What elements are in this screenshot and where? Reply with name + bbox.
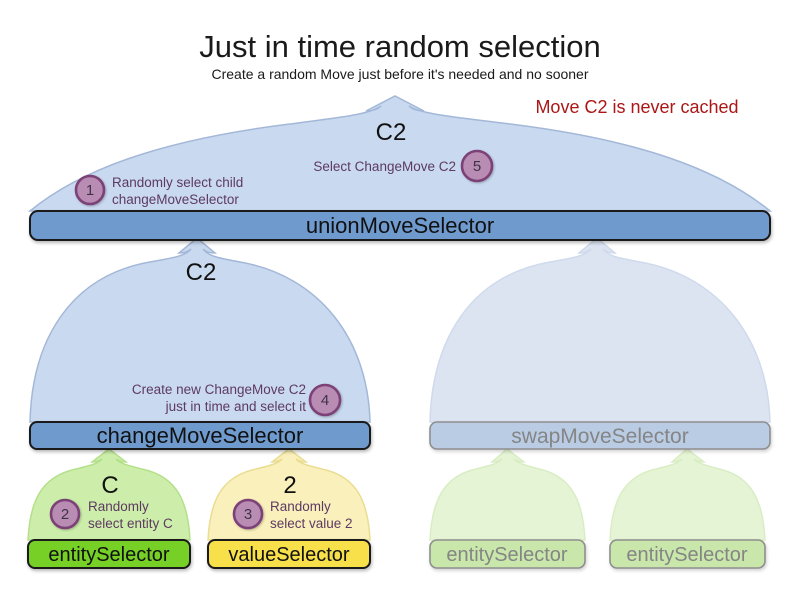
change-arch-shape <box>29 237 371 423</box>
step-3-annotation-line1: Randomly <box>270 499 331 514</box>
step-5: 5 Select ChangeMove C2 <box>313 149 494 183</box>
step-4-badge-number: 4 <box>321 392 329 409</box>
step-4-annotation-line1: Create new ChangeMove C2 <box>132 382 306 397</box>
page-subtitle: Create a random Move just before it's ne… <box>211 66 588 82</box>
step-1-annotation-line2: changeMoveSelector <box>112 192 239 207</box>
entity-selector-faded-right-bar: entitySelector <box>609 539 766 569</box>
cache-note: Move C2 is never cached <box>535 97 738 117</box>
swap-bar-rect <box>429 421 771 450</box>
value-bar-rect <box>207 539 371 569</box>
entity-faded-right-rect <box>609 539 766 569</box>
step-1: 1 Randomly select child changeMoveSelect… <box>74 174 243 207</box>
step-2-annotation-line1: Randomly <box>88 499 149 514</box>
step-1-annotation-line1: Randomly select child <box>112 175 243 190</box>
step-4-badge-circle <box>308 383 342 417</box>
flow-label-c: C <box>101 472 118 499</box>
flow-label-c2-mid: C2 <box>186 259 217 286</box>
flow-label-2: 2 <box>283 472 296 499</box>
entity-faded-right-label: entitySelector <box>626 544 748 566</box>
step-1-badge-circle <box>74 174 106 206</box>
page-title: Just in time random selection <box>199 29 600 64</box>
swap-move-selector-bar: swapMoveSelector <box>429 421 771 450</box>
step-2-badge-circle <box>49 498 81 530</box>
value-selector-bar: valueSelector <box>207 539 371 569</box>
union-arch-shape <box>27 95 773 212</box>
step-1-badge-number: 1 <box>86 182 94 199</box>
swap-arch-shape <box>429 237 771 423</box>
change-bar-label: changeMoveSelector <box>97 423 304 448</box>
entity-faded-left-arch-shape <box>429 448 586 541</box>
entity-bar-label: entitySelector <box>48 544 170 566</box>
step-5-badge-number: 5 <box>473 158 481 175</box>
entity-bar-rect <box>27 539 191 569</box>
step-2: 2 Randomly select entity C <box>49 498 173 531</box>
union-bar-rect <box>29 210 771 241</box>
entity-faded-left-label: entitySelector <box>446 544 568 566</box>
step-3: 3 Randomly select value 2 <box>232 498 353 531</box>
entity-faded-left-rect <box>429 539 586 569</box>
step-2-badge-number: 2 <box>61 506 69 523</box>
change-bar-rect <box>29 421 371 450</box>
step-2-annotation-line2: select entity C <box>88 516 173 531</box>
union-move-selector-bar: unionMoveSelector <box>29 210 771 241</box>
flow-label-c2-top: C2 <box>376 119 407 146</box>
step-5-annotation-line1: Select ChangeMove C2 <box>313 159 456 174</box>
change-move-selector-bar: changeMoveSelector <box>29 421 371 450</box>
entity-selector-bar: entitySelector <box>27 539 191 569</box>
entity-faded-right-arch-shape <box>609 448 766 541</box>
step-3-badge-number: 3 <box>244 506 252 523</box>
union-bar-label: unionMoveSelector <box>306 213 494 238</box>
step-3-badge-circle <box>232 498 264 530</box>
swap-bar-label: swapMoveSelector <box>511 425 688 448</box>
value-bar-label: valueSelector <box>228 544 350 566</box>
entity-selector-faded-left-bar: entitySelector <box>429 539 586 569</box>
step-4-annotation-line2: just in time and select it <box>165 399 307 414</box>
step-3-annotation-line2: select value 2 <box>270 516 353 531</box>
step-4: 4 Create new ChangeMove C2 just in time … <box>132 382 342 417</box>
step-5-badge-circle <box>460 149 494 183</box>
